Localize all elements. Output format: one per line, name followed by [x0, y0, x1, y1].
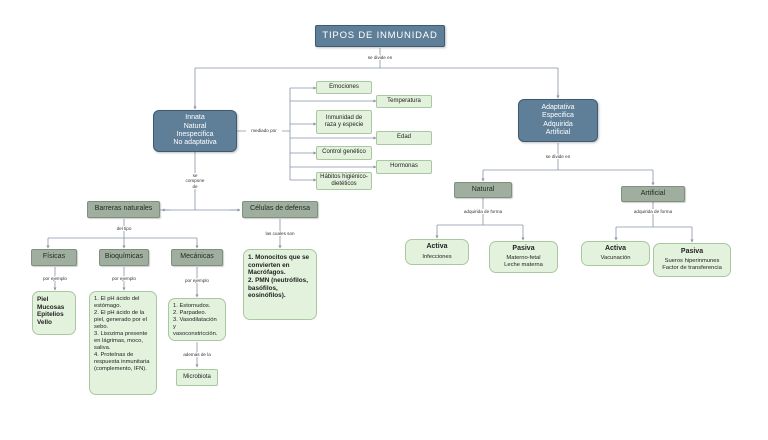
list-celulas-de-defensa[interactable]: 1. Monocitos que se convierten en Macróf… [243, 249, 317, 320]
node-natural[interactable]: Natural [454, 182, 512, 198]
artificial-activa-text: Vacunación [600, 255, 631, 262]
factor-emociones[interactable]: Emociones [316, 81, 372, 94]
link-label-se-compone-de: se compone de [181, 173, 209, 189]
link-label-las-cuales-son: las cuales son [260, 231, 300, 237]
node-artificial[interactable]: Artificial [621, 186, 685, 202]
artificial-pasiva-text: Sueros hiperinmunes Factor de transferen… [662, 258, 722, 272]
root-node-tipos-de-inmunidad[interactable]: TIPOS DE INMUNIDAD [315, 25, 445, 47]
node-natural-activa[interactable]: Activa Infecciones [405, 239, 469, 265]
node-artificial-activa[interactable]: Activa Vacunación [581, 241, 650, 266]
node-natural-pasiva[interactable]: Pasiva Materno-fetal Leche materna [489, 241, 558, 273]
natural-activa-title: Activa [426, 243, 448, 251]
artificial-pasiva-title: Pasiva [680, 247, 704, 255]
link-label-se-divide-en: se divide en [362, 55, 398, 61]
link-label-mediado-por: mediado por [246, 128, 282, 134]
link-label-ademas-de-la: además de la [179, 352, 215, 358]
node-mecanicas[interactable]: Mecánicas [171, 249, 223, 266]
factor-inmunidad-raza-especie[interactable]: Inmunidad de raza y especie [316, 110, 372, 134]
node-bioquimicas[interactable]: Bioquímicas [99, 249, 149, 266]
natural-pasiva-title: Pasiva [512, 244, 535, 252]
node-artificial-pasiva[interactable]: Pasiva Sueros hiperinmunes Factor de tra… [653, 243, 731, 277]
node-microbiota[interactable]: Microbiota [176, 369, 218, 386]
factor-habitos-higienico-dieteticos[interactable]: Hábitos higiénico- dietéticos [316, 172, 372, 190]
link-label-por-ejemplo-mecanicas: por ejemplo [181, 278, 213, 284]
node-fisicas[interactable]: Físicas [31, 249, 77, 266]
node-barreras-naturales[interactable]: Barreras naturales [87, 201, 160, 218]
factor-hormonas[interactable]: Hormonas [376, 160, 432, 174]
natural-activa-text: Infecciones [422, 253, 452, 260]
list-barreras-bioquimicas[interactable]: 1. El pH ácido del estómago. 2. El pH ác… [89, 291, 157, 395]
factor-edad[interactable]: Edad [376, 131, 432, 145]
factor-control-genetico[interactable]: Control genético [316, 146, 372, 160]
link-label-adquirida-natural: adquirida de forma [460, 209, 506, 215]
link-label-por-ejemplo-fisicas: por ejemplo [39, 276, 71, 282]
list-barreras-mecanicas[interactable]: 1. Estornudos. 2. Parpadeo. 3. Vasodilat… [168, 298, 226, 341]
link-label-del-tipo: del tipo [110, 226, 138, 232]
node-innata[interactable]: Innata Natural Inespecifica No adaptativ… [153, 110, 237, 152]
node-celulas-de-defensa[interactable]: Células de defensa [242, 201, 318, 218]
natural-pasiva-text: Materno-fetal Leche materna [504, 255, 543, 269]
link-label-adaptativa-se-divide-en: se divide en [540, 154, 576, 160]
node-adaptativa[interactable]: Adaptativa Especifica Adquirida Artifici… [518, 99, 598, 142]
link-label-por-ejemplo-bioquimicas: por ejemplo [108, 276, 140, 282]
link-label-adquirida-artificial: adquirida de forma [630, 209, 676, 215]
artificial-activa-title: Activa [604, 244, 626, 252]
factor-temperatura[interactable]: Temperatura [376, 95, 432, 108]
list-barreras-fisicas[interactable]: Piel Mucosas Epitelios Vello [32, 291, 76, 335]
